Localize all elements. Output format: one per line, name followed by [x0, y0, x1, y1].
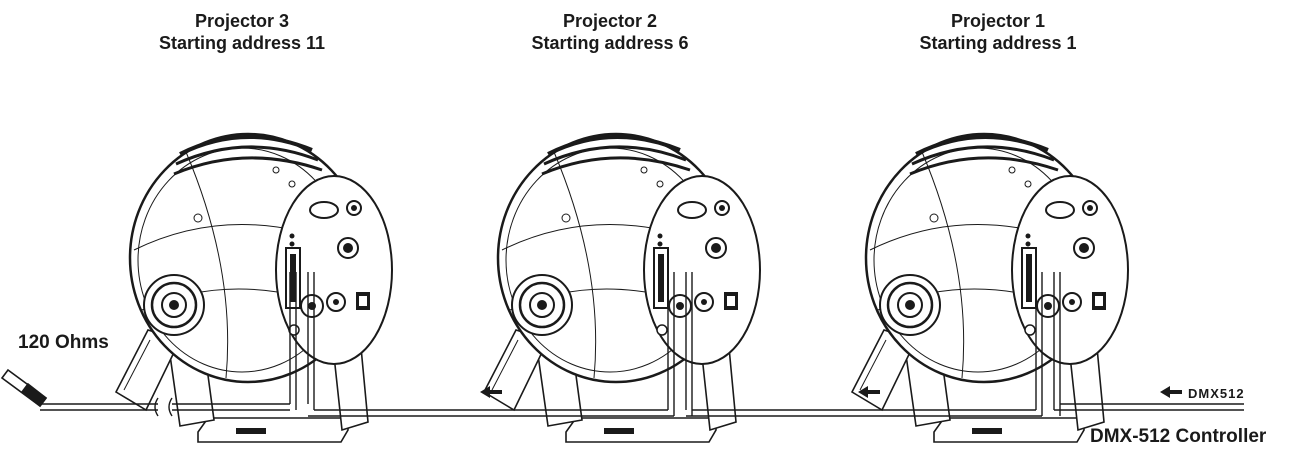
- projector-1-address: Starting address 1: [919, 33, 1077, 53]
- projector-3-name: Projector 3: [194, 11, 290, 31]
- signal-label: DMX512: [1188, 386, 1245, 401]
- projector-2-label: Projector 2 Starting address 6: [480, 10, 740, 54]
- projector-2-address: Starting address 6: [531, 33, 689, 53]
- projector-1-name: Projector 1: [950, 11, 1046, 31]
- terminator-plug-icon: [0, 368, 48, 408]
- projector-2-icon: [482, 132, 762, 444]
- projector-1-icon: [850, 132, 1130, 444]
- cable-break-icon: [154, 397, 173, 417]
- projector-3-address: Starting address 11: [158, 33, 326, 53]
- controller-label: DMX-512 Controller: [1090, 426, 1267, 447]
- projector-3-icon: [114, 132, 394, 444]
- terminator-label: 120 Ohms: [18, 332, 109, 353]
- projector-3-label: Projector 3 Starting address 11: [112, 10, 372, 54]
- dmx-cable: [40, 272, 1244, 417]
- projector-1-label: Projector 1 Starting address 1: [868, 10, 1128, 54]
- projector-2-name: Projector 2: [562, 11, 658, 31]
- arrow-left-icon: [1160, 386, 1182, 398]
